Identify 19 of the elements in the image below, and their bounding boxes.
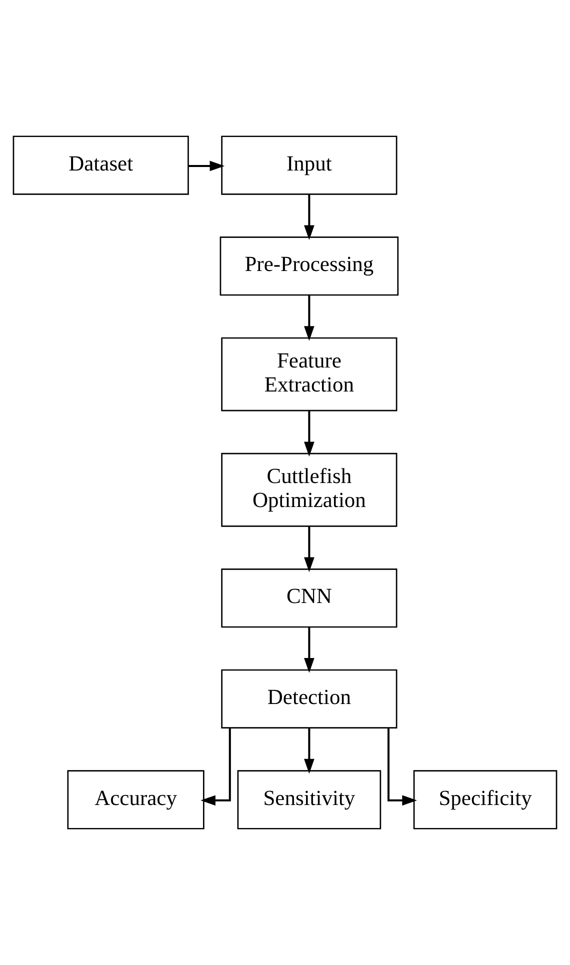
arrow: [304, 410, 314, 457]
node-box: Pre-Processing: [220, 236, 399, 296]
node-box: Sensitivity: [237, 770, 382, 830]
arrow: [188, 160, 225, 172]
node-box: CNN: [221, 568, 398, 628]
node-box: Specificity: [413, 770, 558, 830]
node-box: Dataset: [12, 136, 189, 195]
arrow: [304, 295, 314, 341]
node-box: Detection: [221, 669, 398, 728]
arrow: [304, 728, 314, 774]
node-box: Input: [221, 136, 398, 195]
arrow: [304, 627, 314, 673]
node-box: Cuttlefish Optimization: [221, 452, 398, 527]
arrow: [304, 526, 314, 572]
arrow: [304, 194, 314, 240]
arrow: [200, 728, 231, 806]
node-box: Feature Extraction: [221, 337, 398, 412]
arrow: [388, 728, 417, 806]
node-box: Accuracy: [67, 770, 204, 830]
